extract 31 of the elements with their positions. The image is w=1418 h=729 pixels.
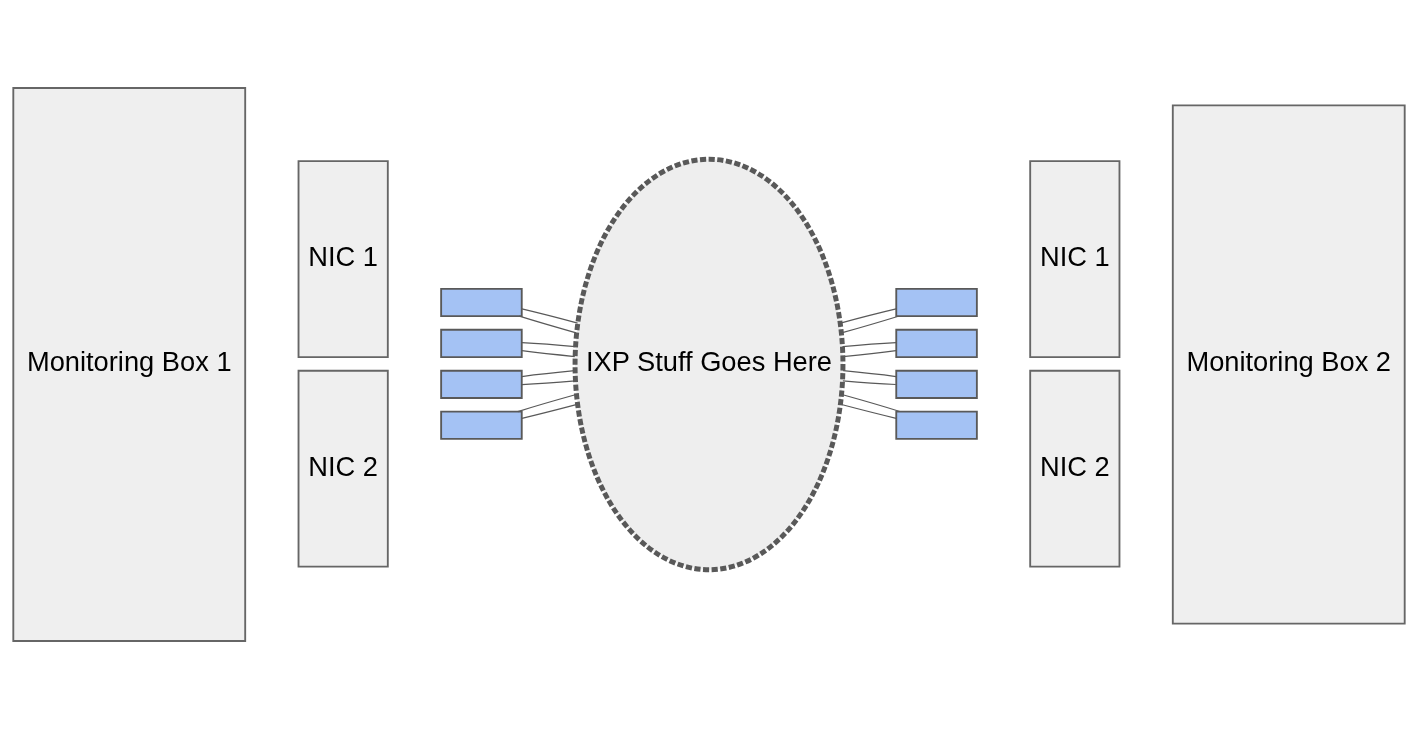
node-box: [440, 328, 523, 358]
connector: [842, 370, 897, 378]
connector: [839, 403, 897, 419]
node-box: Monitoring Box 1: [12, 87, 247, 642]
connector: [841, 393, 901, 413]
node-box: [440, 287, 523, 318]
connector: [521, 342, 576, 348]
node-box: [895, 287, 978, 318]
node-box: [440, 410, 523, 440]
connector: [840, 315, 899, 334]
connector: [841, 342, 897, 348]
node-box: [895, 369, 978, 399]
connector: [521, 403, 578, 419]
node-box: NIC 1: [297, 160, 389, 358]
connector: [521, 350, 576, 358]
node-box: [440, 369, 523, 399]
connector: [521, 308, 579, 324]
node-box: NIC 2: [297, 369, 389, 568]
node-box: [895, 328, 978, 358]
node-box: NIC 1: [1029, 160, 1121, 358]
connector: [521, 380, 576, 386]
connector: [839, 308, 897, 324]
node-box: Monitoring Box 2: [1171, 104, 1406, 625]
connector: [517, 393, 577, 413]
node-ellipse: IXP Stuff Goes Here: [572, 156, 846, 573]
connector: [842, 350, 897, 358]
node-box: NIC 2: [1029, 369, 1121, 568]
connector: [521, 370, 576, 378]
connector: [842, 380, 897, 386]
connector: [518, 315, 577, 334]
node-box: [895, 410, 978, 440]
